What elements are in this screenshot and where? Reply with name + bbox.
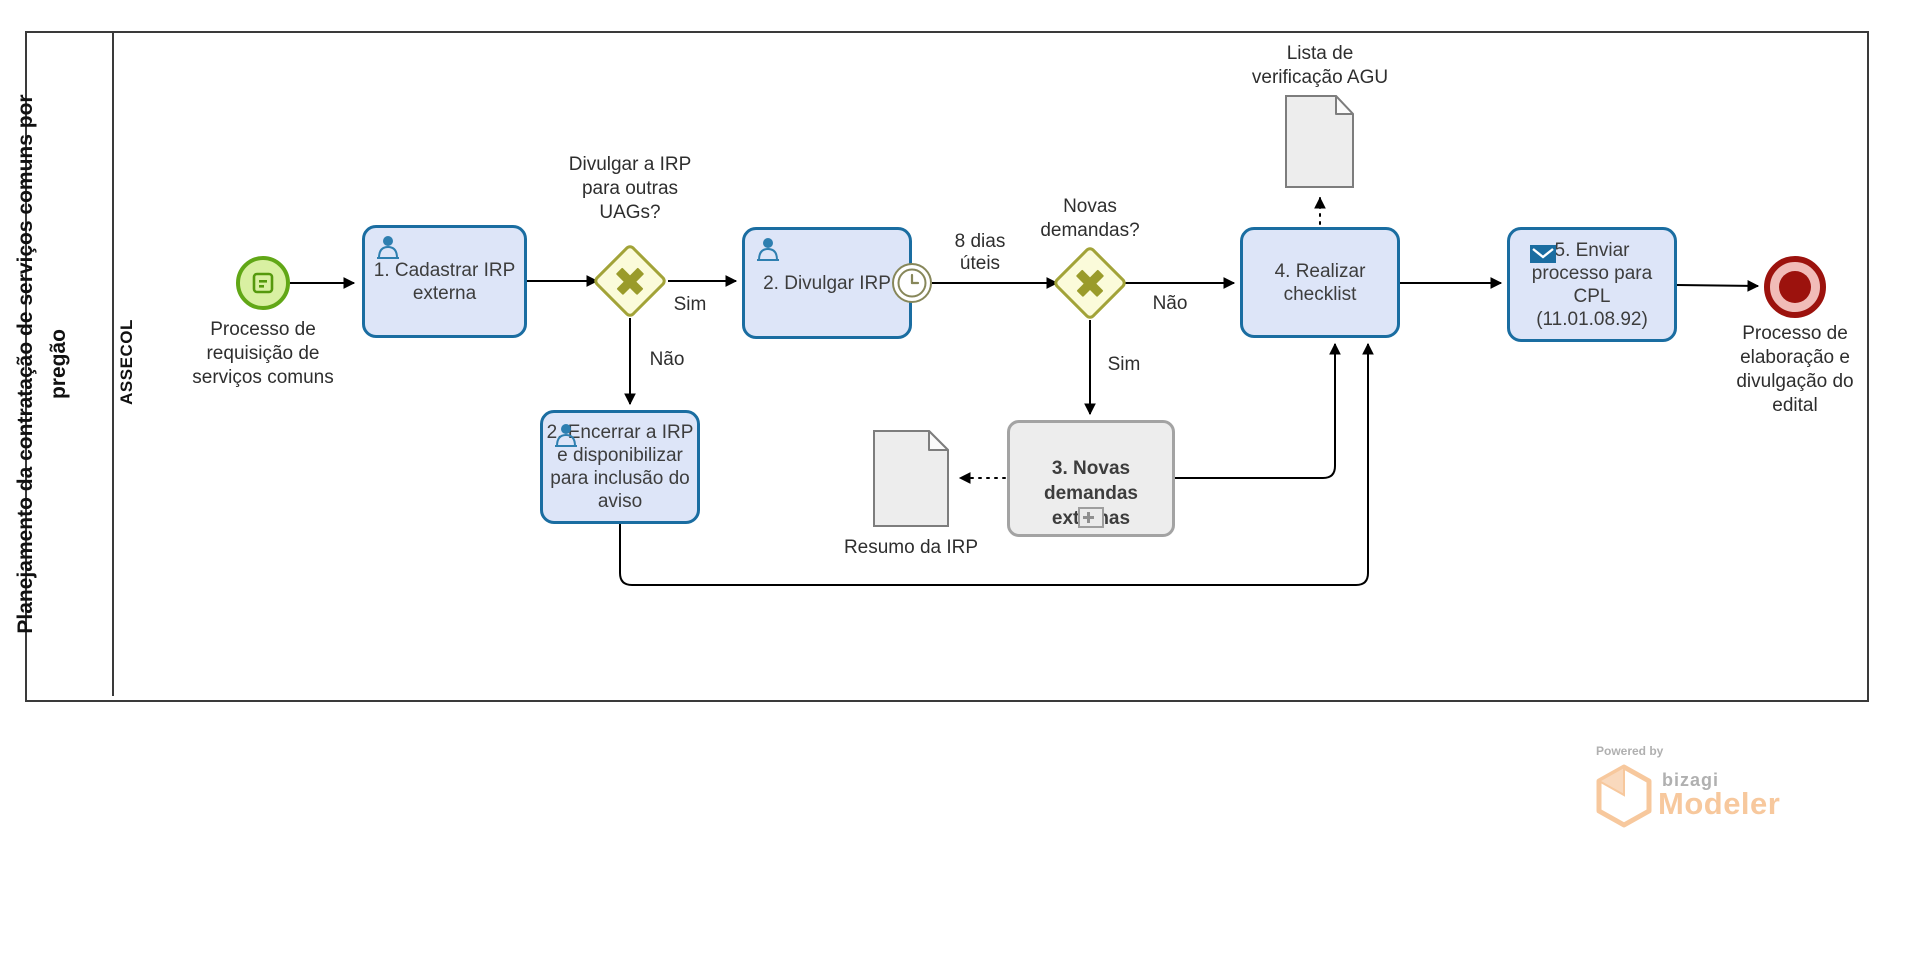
powered-by-text: Powered by [1596, 744, 1664, 758]
task-encerrar-irp[interactable]: 2. Encerrar a IRP e disponibilizar para … [540, 410, 700, 524]
terminate-core [1779, 271, 1811, 303]
clock-icon [897, 268, 927, 298]
gateway1-question-label: Divulgar a IRP para outras UAGs? [568, 154, 692, 223]
task-label: 1. Cadastrar IRP externa [373, 259, 516, 304]
pool-lane-divider [112, 33, 114, 696]
user-task-icon [757, 238, 779, 261]
end-event-terminate[interactable] [1764, 256, 1826, 318]
lane-title-assecol: ASSECOL [117, 319, 136, 405]
edge-label-sim: Sim [673, 294, 707, 315]
bizagi-hexagon-icon [1596, 764, 1652, 828]
modeler-wordmark: Modeler [1658, 786, 1781, 821]
task-label: 5. Enviar processo para CPL (11.01.08.92… [1531, 239, 1653, 330]
start-event[interactable] [236, 256, 290, 310]
start-event-label: Processo de requisição de serviços comun… [192, 319, 334, 388]
edge-label-sim: Sim [1107, 354, 1141, 375]
end-event-label: Processo de elaboração e divulgação do e… [1736, 323, 1854, 416]
document-icon [873, 430, 949, 527]
expand-plus-icon[interactable] [1078, 507, 1104, 528]
edge-label-8-dias-uteis: 8 dias úteis [954, 231, 1006, 274]
send-message-icon [1530, 245, 1556, 263]
data-object-lista-verificacao[interactable] [1285, 95, 1355, 194]
pool-title: Planejamento da contratação de serviços … [14, 94, 70, 634]
doc-lista-label: Lista de verificação AGU [1251, 43, 1389, 88]
gateway2-question-label: Novas demandas? [1040, 196, 1140, 241]
task-label: 2. Divulgar IRP [763, 272, 891, 294]
bizagi-wordmark: bizagi [1662, 770, 1720, 790]
document-icon [1285, 95, 1354, 188]
task-enviar-processo-cpl[interactable]: 5. Enviar processo para CPL (11.01.08.92… [1507, 227, 1677, 342]
task-cadastrar-irp-externa[interactable]: 1. Cadastrar IRP externa [362, 225, 527, 338]
edge-label-nao: Não [1152, 293, 1188, 314]
subprocess-novas-demandas-externas[interactable]: 3. Novas demandas externas [1007, 420, 1175, 537]
user-task-icon [555, 424, 577, 447]
timer-boundary-event[interactable] [892, 263, 932, 303]
user-task-icon [377, 236, 399, 259]
task-realizar-checklist[interactable]: 4. Realizar checklist [1240, 227, 1400, 338]
edge-label-nao: Não [649, 349, 685, 370]
data-object-resumo-irp[interactable] [873, 430, 950, 533]
doc-resumo-label: Resumo da IRP [843, 537, 979, 558]
task-label: 4. Realizar checklist [1274, 260, 1366, 305]
task-divulgar-irp[interactable]: 2. Divulgar IRP [742, 227, 912, 339]
form-icon [252, 272, 274, 294]
